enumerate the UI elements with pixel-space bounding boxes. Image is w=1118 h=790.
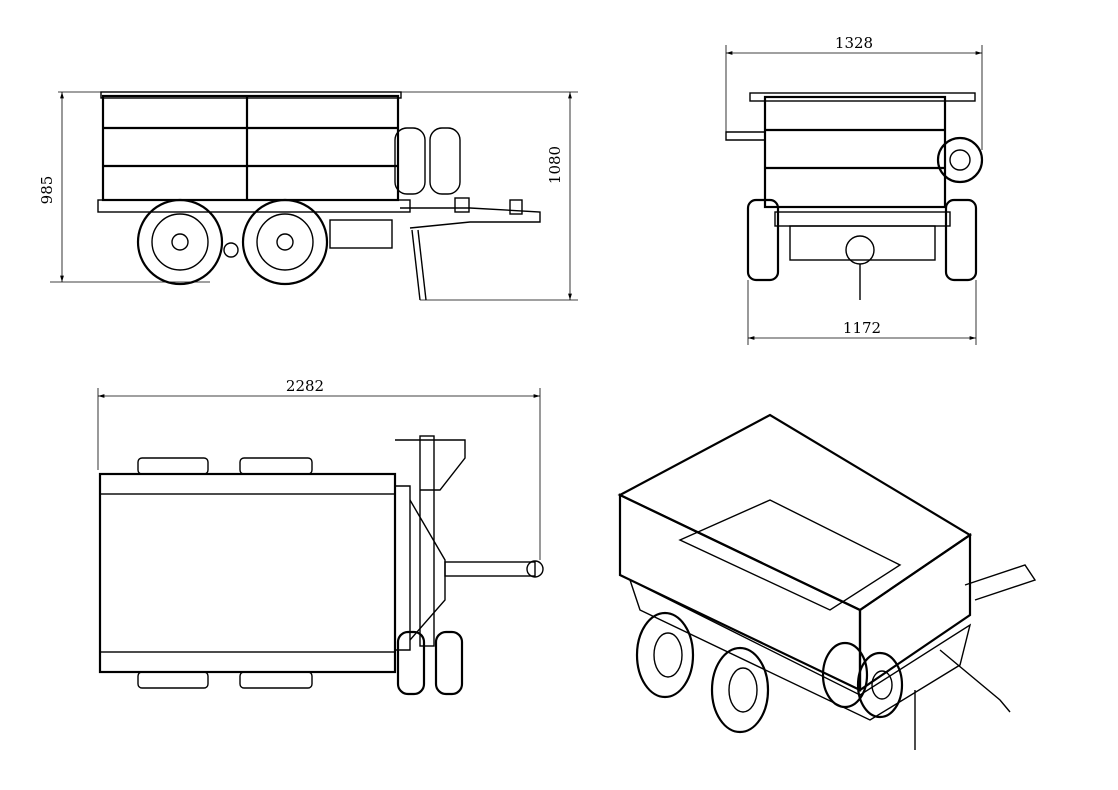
dim-side-height-left: 985	[38, 176, 56, 205]
dim-rear-bottom-width: 1172	[843, 319, 881, 337]
isometric-view	[617, 413, 1037, 750]
rear-view: 1328 1172	[725, 34, 984, 345]
dim-side-height-right: 1080	[546, 146, 564, 184]
side-view: 985 1080	[38, 91, 578, 301]
top-view: 2282	[97, 377, 544, 696]
dim-rear-top-width: 1328	[835, 34, 873, 52]
dim-top-length: 2282	[286, 377, 324, 395]
